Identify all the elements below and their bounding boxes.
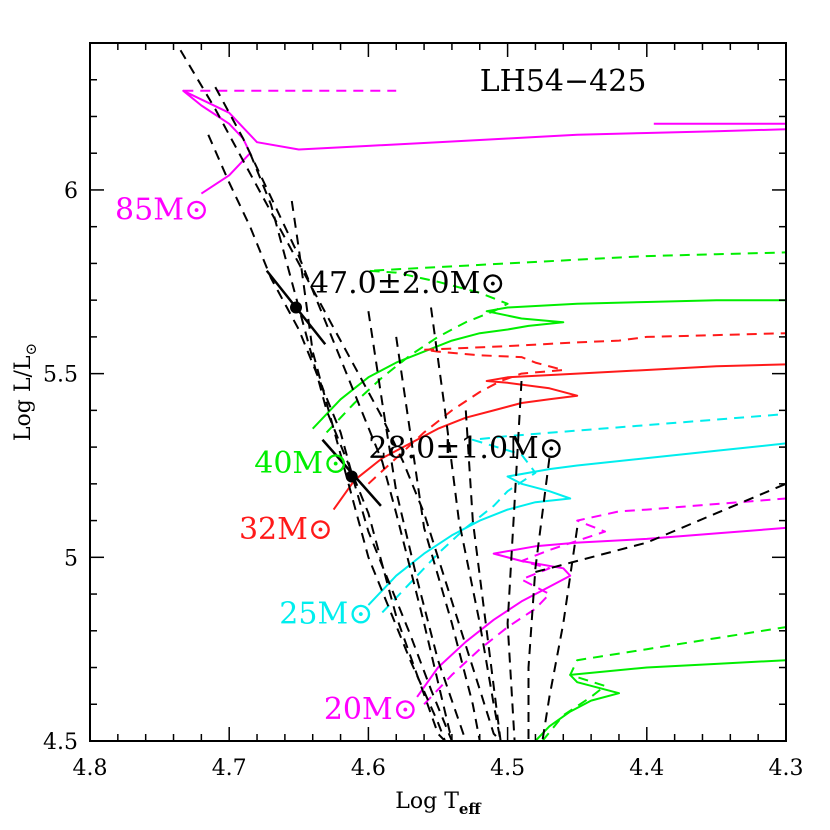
- series-line-25: [535, 482, 786, 573]
- series-line-4: [325, 251, 786, 434]
- series-line-9: [416, 526, 786, 698]
- x-tick-label-1: 4.7: [212, 756, 247, 781]
- x-tick-label-4: 4.4: [629, 756, 664, 781]
- annotation-2: 28.0±1.0M⊙: [368, 431, 564, 466]
- y-tick-label-1: 5: [64, 546, 78, 571]
- annotation-7: 20M⊙: [324, 692, 418, 727]
- x-axis-label: Log Teff: [395, 789, 482, 818]
- series-line-10: [423, 497, 786, 705]
- series-line-21: [464, 410, 502, 741]
- series-line-23: [527, 457, 551, 741]
- series-line-19: [395, 336, 481, 741]
- plot-frame: [89, 42, 787, 742]
- x-tick-label-3: 4.5: [490, 756, 525, 781]
- annotation-4: 40M⊙: [254, 446, 348, 481]
- x-tick-label-2: 4.6: [351, 756, 386, 781]
- series-line-12: [541, 626, 786, 741]
- mass-marker-0: [290, 301, 303, 314]
- series-line-14: [207, 134, 453, 741]
- series-line-20: [430, 307, 502, 741]
- annotation-6: 25M⊙: [279, 596, 373, 631]
- series-line-3: [311, 299, 786, 430]
- annotation-5: 32M⊙: [239, 512, 333, 547]
- annotation-0: LH54−425: [480, 64, 647, 99]
- plot-area: [179, 49, 786, 741]
- series-line-6: [367, 332, 786, 485]
- x-tick-label-5: 4.3: [769, 756, 804, 781]
- data-markers: [290, 301, 358, 483]
- series-line-8: [381, 413, 786, 614]
- series-line-7: [367, 442, 786, 606]
- x-tick-label-0: 4.8: [73, 756, 108, 781]
- axis-ticks: [89, 42, 787, 742]
- series-line-22: [506, 380, 523, 741]
- series-line-11: [534, 659, 786, 741]
- y-tick-label-2: 5.5: [43, 363, 78, 388]
- y-tick-label-0: 4.5: [43, 730, 78, 755]
- series-line-0: [182, 89, 786, 195]
- series-line-5: [332, 363, 786, 511]
- series-line-15: [214, 86, 453, 741]
- series-line-13: [179, 49, 502, 741]
- series-line-17: [290, 200, 446, 741]
- series-line-16: [249, 152, 446, 741]
- annotation-3: 85M⊙: [115, 192, 209, 227]
- tick-labels: 4.8 4.7 4.6 4.5 4.4 4.3 4.5 5 5.5 6: [43, 179, 804, 781]
- y-axis-label: Log L/L⊙: [11, 343, 40, 441]
- mass-marker-1: [345, 470, 358, 483]
- y-tick-label-3: 6: [64, 179, 78, 204]
- series-line-24: [541, 527, 579, 741]
- series-line-18: [367, 311, 467, 741]
- annotation-1: 47.0±2.0M⊙: [310, 266, 506, 301]
- annotations: LH54−425 47.0±2.0M⊙ 28.0±1.0M⊙ 85M⊙ 40M⊙ 32M⊙…: [115, 64, 646, 727]
